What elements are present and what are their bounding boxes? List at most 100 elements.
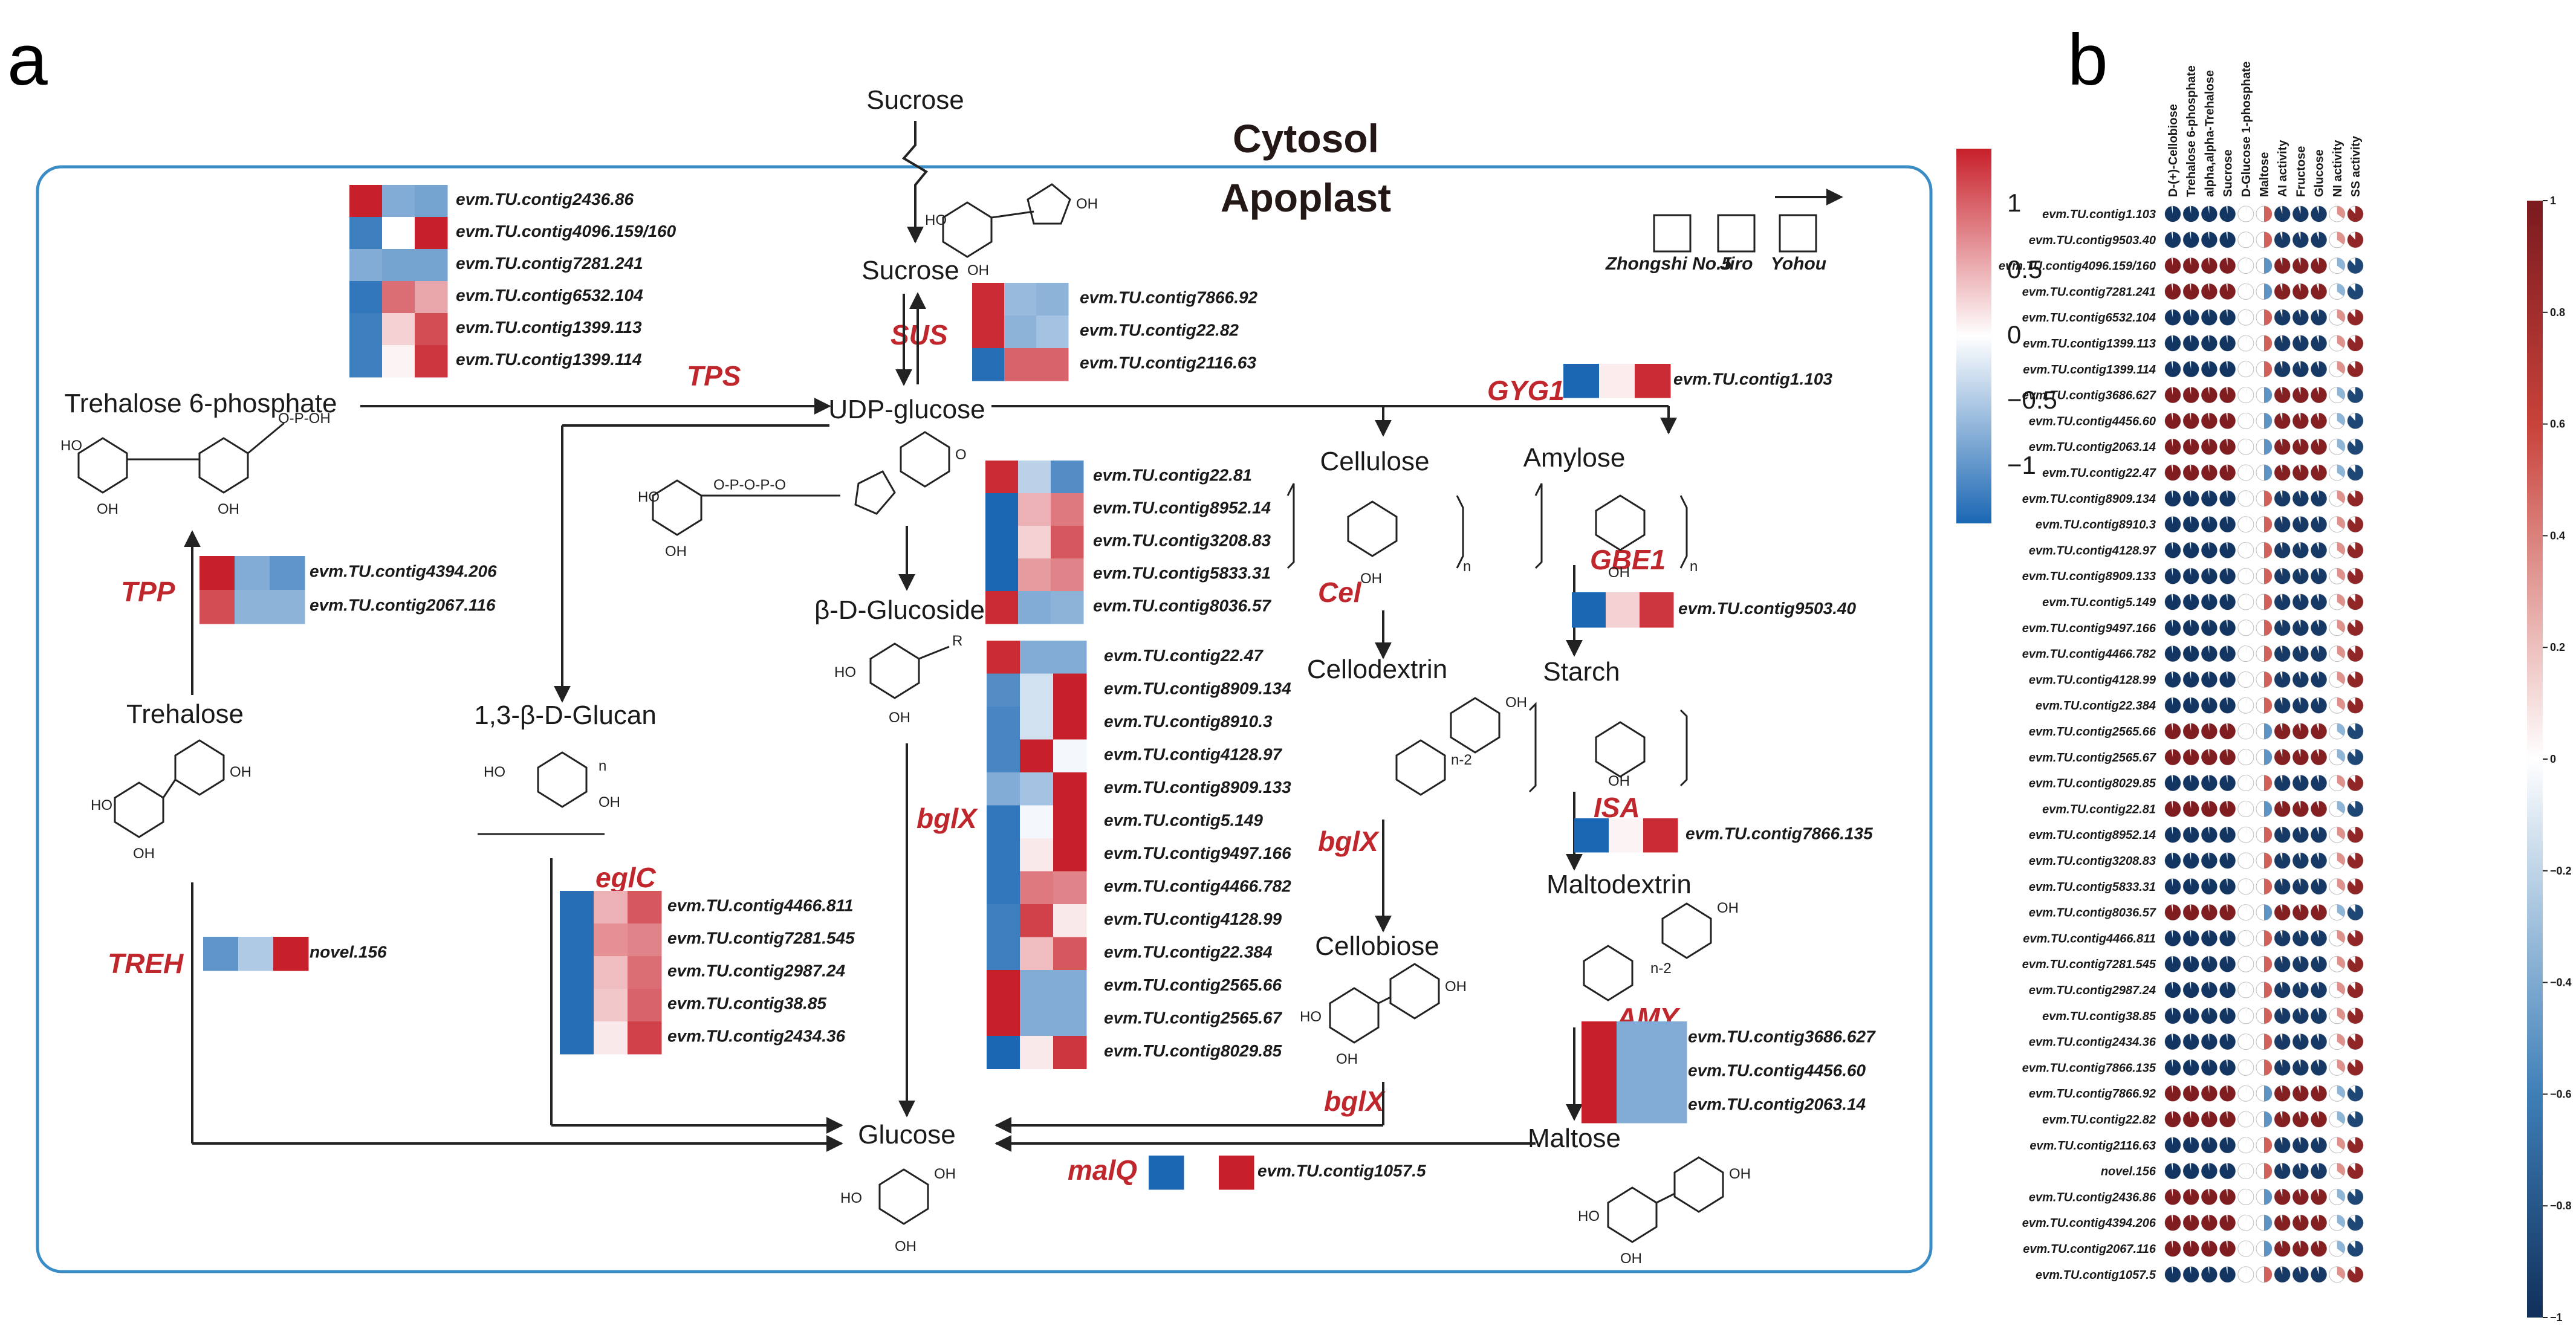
heatmap-cell: [1051, 493, 1084, 526]
correlation-pie: [2347, 1163, 2364, 1180]
enzyme-bglx-low: bglX: [1324, 1085, 1386, 1117]
heatmap-cell: [1020, 838, 1054, 872]
correlation-pie: [2329, 335, 2346, 352]
correlation-pie: [2237, 387, 2254, 404]
correlation-pie: [2182, 257, 2199, 274]
heatmap-cell: [1582, 1055, 1617, 1090]
heatmap-cell: [1609, 818, 1644, 853]
heatmap-cell: [270, 556, 305, 590]
heatmap-cell: [1036, 348, 1069, 381]
correlation-pie: [2219, 542, 2236, 558]
correlation-pie: [2347, 904, 2364, 921]
correlation-pie: [2182, 1111, 2199, 1128]
heatmap-cell: [1053, 673, 1087, 707]
correlation-pie: [2237, 335, 2254, 352]
gene-label: evm.TU.contig4394.206: [310, 562, 497, 581]
correlation-column-label: AI activity: [2276, 140, 2289, 197]
correlation-pie: [2329, 904, 2346, 921]
correlation-pie: [2182, 1085, 2199, 1102]
correlation-pie: [2237, 231, 2254, 248]
heatmap-bglx: evm.TU.contig22.47evm.TU.contig8909.134e…: [987, 641, 1291, 1069]
correlation-pie: [2237, 1007, 2254, 1024]
colorbar-a-tick: −0.5: [2007, 386, 2057, 414]
correlation-pie: [2182, 904, 2199, 921]
correlation-pie: [2237, 438, 2254, 455]
correlation-pie: [2292, 645, 2309, 662]
correlation-pie: [2292, 1085, 2309, 1102]
correlation-pie: [2164, 1188, 2181, 1205]
correlation-row-label: evm.TU.contig4456.60: [2029, 415, 2156, 428]
correlation-pie: [2256, 283, 2273, 300]
correlation-pie: [2256, 852, 2273, 869]
heatmap-cell: [594, 989, 628, 1022]
correlation-row-label: evm.TU.contig7281.545: [2022, 958, 2156, 971]
colorbar-a-tick: 1: [2007, 189, 2021, 217]
structure-trehalose: HO OH OH: [91, 739, 251, 862]
heatmap-cell: [1020, 772, 1054, 806]
enzyme-bglx-mid: bglX: [1318, 826, 1380, 857]
correlation-pie: [2329, 1137, 2346, 1154]
correlation-pie: [2256, 1137, 2273, 1154]
correlation-pie: [2237, 568, 2254, 584]
correlation-pie: [2182, 1163, 2199, 1180]
correlation-pie: [2201, 542, 2218, 558]
apoplast-boundary: [36, 165, 1933, 1273]
enzyme-treh: TREH: [108, 948, 184, 979]
heatmap-tpp: evm.TU.contig4394.206evm.TU.contig2067.1…: [200, 556, 497, 624]
heatmap-cell: [1004, 283, 1037, 316]
svg-text:O-P-O-P-O: O-P-O-P-O: [713, 477, 786, 493]
correlation-pie: [2311, 490, 2328, 507]
correlation-pie: [2274, 619, 2291, 636]
correlation-pie: [2237, 775, 2254, 792]
enzyme-gyg1: GYG1: [1487, 375, 1565, 406]
correlation-pie: [2164, 257, 2181, 274]
correlation-pie: [2201, 464, 2218, 481]
correlation-pie: [2219, 1033, 2236, 1050]
heatmap-cell: [1053, 1003, 1087, 1037]
heatmap-cell: [415, 345, 448, 378]
svg-text:HO: HO: [840, 1190, 862, 1206]
heatmap-cell: [1020, 970, 1054, 1003]
heatmap-cell: [1652, 1089, 1687, 1124]
correlation-pie: [2219, 982, 2236, 998]
gene-label: evm.TU.contig2116.63: [1080, 353, 1256, 372]
correlation-pie: [2256, 645, 2273, 662]
correlation-pie: [2182, 775, 2199, 792]
heatmap-cell: [1020, 739, 1054, 773]
enzyme-gbe1: GBE1: [1590, 544, 1666, 575]
heatmap-malq: evm.TU.contig1057.5: [1149, 1156, 1426, 1190]
structure-starch: OH: [1528, 702, 1688, 793]
correlation-pie: [2164, 283, 2181, 300]
heatmap-eglc: evm.TU.contig4466.811evm.TU.contig7281.5…: [560, 891, 855, 1055]
heatmap-cell: [1018, 558, 1051, 592]
heatmap-cell: [594, 923, 628, 957]
correlation-pie: [2311, 542, 2328, 558]
correlation-pie: [2256, 257, 2273, 274]
correlation-row-label: evm.TU.contig6532.104: [2022, 311, 2156, 325]
correlation-pie: [2164, 1111, 2181, 1128]
heatmap-cell: [1020, 641, 1054, 674]
correlation-pie: [2182, 205, 2199, 222]
heatmap-cell: [987, 1036, 1020, 1069]
correlation-pie: [2237, 283, 2254, 300]
gene-label: evm.TU.contig4096.159/160: [456, 222, 676, 241]
correlation-pie: [2274, 1059, 2291, 1076]
colorbar-a-gradient: [1956, 149, 1991, 523]
correlation-pie: [2311, 697, 2328, 714]
correlation-pie: [2347, 852, 2364, 869]
correlation-pie: [2219, 490, 2236, 507]
correlation-pie: [2256, 930, 2273, 946]
heatmap-cell: [1020, 707, 1054, 740]
correlation-pie: [2329, 749, 2346, 766]
structure-cellobiose: HO OH OH: [1300, 963, 1467, 1067]
heatmap-cell: [349, 345, 383, 378]
correlation-pie: [2237, 1188, 2254, 1205]
metabolite-sucrose-cytosol: Sucrose: [866, 85, 964, 115]
correlation-pie: [2311, 775, 2328, 792]
correlation-pie: [2329, 645, 2346, 662]
correlation-pie: [2164, 852, 2181, 869]
svg-text:HO: HO: [834, 664, 856, 681]
correlation-pie: [2347, 775, 2364, 792]
svg-text:OH: OH: [1620, 1250, 1642, 1267]
correlation-pie: [2292, 205, 2309, 222]
